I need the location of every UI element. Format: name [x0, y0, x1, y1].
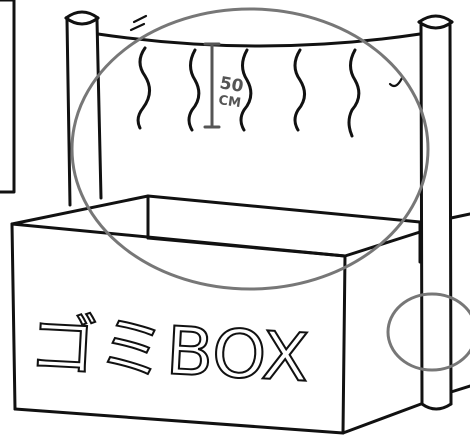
right-pole [419, 16, 452, 409]
measure-unit: CM [217, 93, 241, 111]
box-label-text: ゴミBOX [27, 305, 311, 397]
measurement-marker: 50 CM [205, 44, 245, 127]
hanging-string [98, 16, 420, 46]
left-pole [66, 12, 101, 205]
highlight-circle-small [388, 294, 470, 370]
hanging-streamers [138, 48, 402, 136]
box-label: ゴミBOX [27, 305, 311, 397]
left-panel-edge [0, 0, 14, 192]
